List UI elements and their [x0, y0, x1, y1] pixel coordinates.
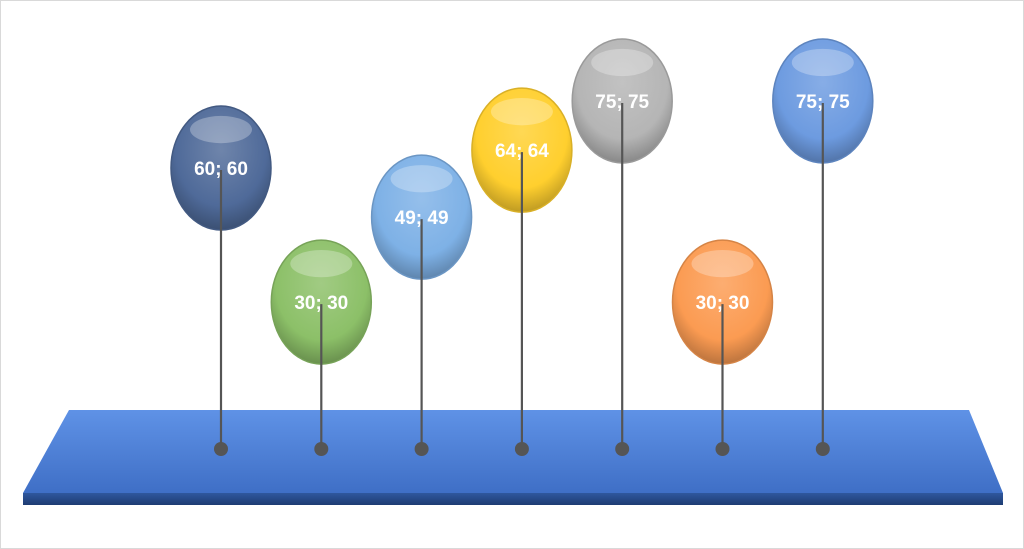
platform: [23, 410, 1003, 505]
base-dot: [715, 442, 730, 456]
data-marks: 60; 60 30; 30 49; 49 64; 64 75; 75 30; 30 75; …: [170, 38, 874, 456]
base-dot: [214, 442, 228, 456]
base-dot: [414, 442, 429, 456]
balloon-point: 75; 75: [571, 38, 673, 456]
data-label: 30; 30: [294, 293, 348, 314]
balloon-highlight: [190, 115, 252, 144]
data-label: 75; 75: [796, 92, 850, 113]
data-label: 64; 64: [495, 141, 549, 162]
balloon-highlight: [390, 165, 453, 193]
base-dot: [314, 442, 329, 456]
platform-edge: [23, 493, 1003, 505]
base-dot: [815, 442, 830, 456]
base-dot: [615, 442, 630, 456]
balloon-point: 30; 30: [671, 239, 774, 456]
balloon-point: 75; 75: [772, 38, 874, 456]
data-label: 75; 75: [595, 92, 649, 113]
base-dot: [514, 442, 529, 456]
data-label: 30; 30: [696, 293, 750, 314]
balloon-point: 30; 30: [270, 239, 373, 456]
balloon-highlight: [791, 48, 854, 77]
balloon-point: 64; 64: [471, 87, 573, 456]
balloon-point: 60; 60: [170, 105, 272, 456]
data-label: 49; 49: [395, 208, 449, 229]
balloon-highlight: [591, 48, 654, 77]
balloon-point: 49; 49: [370, 154, 473, 456]
balloon-highlight: [490, 98, 553, 126]
balloon-highlight: [691, 250, 754, 278]
balloon-highlight: [290, 250, 353, 278]
data-label: 60; 60: [194, 159, 248, 180]
platform-top: [23, 410, 1003, 493]
